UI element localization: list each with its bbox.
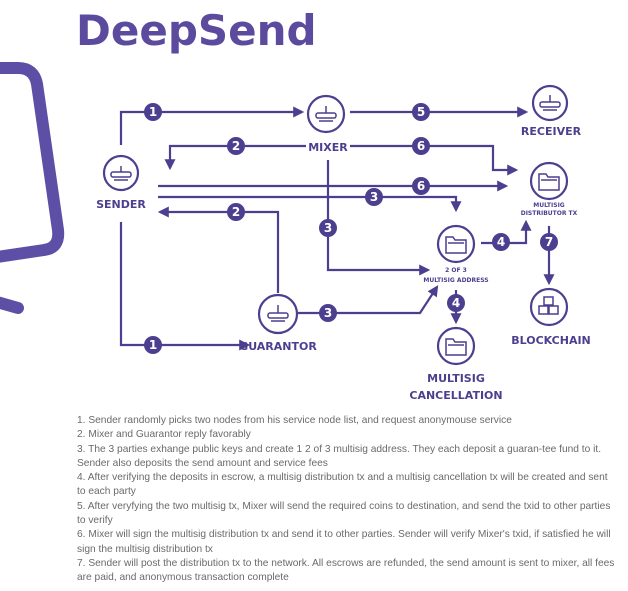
svg-text:3: 3 bbox=[370, 190, 378, 204]
page-title: DeepSend bbox=[76, 6, 317, 55]
svg-text:1: 1 bbox=[149, 338, 157, 352]
edge-6-mixer-dist-a bbox=[350, 144, 519, 176]
mixer-node bbox=[306, 94, 346, 134]
step-note-6: 6. Mixer will sign the multisig distribu… bbox=[77, 529, 611, 555]
svg-text:2: 2 bbox=[232, 205, 240, 219]
multisig-dist-label-1: MULTISIG bbox=[533, 202, 565, 209]
step-badge-6b: 6 bbox=[412, 177, 430, 195]
edge-1-sender-guarantor bbox=[119, 222, 251, 351]
mixer-server-icon bbox=[315, 106, 337, 122]
cancellation-label-2: CANCELLATION bbox=[409, 389, 502, 402]
address-label-2: MULTISIG ADDRESS bbox=[423, 277, 488, 284]
multisig-dist-folder-icon bbox=[538, 173, 560, 191]
guarantor-label: GUARANTOR bbox=[239, 340, 317, 353]
multisig-dist-node bbox=[529, 161, 569, 201]
step-badges: 1 5 2 6 6 3 2 3 4 7 4 3 1 bbox=[144, 103, 558, 354]
step-badge-1a: 1 bbox=[144, 103, 162, 121]
sender-label: SENDER bbox=[96, 198, 146, 211]
step-badge-2b: 2 bbox=[227, 203, 245, 221]
step-note-7: 7. Sender will post the distribution tx … bbox=[77, 557, 615, 584]
step-badge-3a: 3 bbox=[365, 188, 383, 206]
guarantor-server-icon bbox=[267, 305, 289, 322]
edge-3-mixer-escrow bbox=[326, 160, 431, 276]
sender-node bbox=[102, 154, 140, 192]
svg-text:7: 7 bbox=[545, 235, 553, 249]
svg-text:3: 3 bbox=[324, 221, 332, 235]
cancellation-node bbox=[436, 326, 476, 366]
step-badge-3b: 3 bbox=[319, 219, 337, 237]
step-note-5: 5. After veryfying the two multisig tx, … bbox=[77, 500, 611, 527]
mixer-label: MIXER bbox=[308, 141, 348, 154]
svg-text:2: 2 bbox=[232, 139, 240, 153]
escrow-folder-icon bbox=[445, 236, 467, 254]
edge-3-guarantor-escrow bbox=[298, 285, 439, 315]
blockchain-label: BLOCKCHAIN bbox=[511, 334, 591, 347]
edge-2-mixer-sender bbox=[164, 144, 306, 171]
step-note-2: 2. Mixer and Guarantor reply favorably bbox=[77, 429, 251, 441]
blockchain-cubes-icon bbox=[538, 296, 559, 315]
step-note-1: 1. Sender randomly picks two nodes from … bbox=[77, 415, 512, 426]
receiver-node bbox=[531, 84, 569, 122]
multisig-dist-label-2: DISTRIBUTOR TX bbox=[521, 210, 578, 217]
deepsend-flow-diagram: SENDER MIXER RECEIVER GUARANTOR MULTISIG… bbox=[0, 62, 591, 402]
receiver-label: RECEIVER bbox=[521, 125, 582, 138]
step-badge-2a: 2 bbox=[227, 137, 245, 155]
edge-1-sender-mixer bbox=[119, 106, 305, 145]
step-badge-5: 5 bbox=[412, 103, 430, 121]
svg-text:6: 6 bbox=[417, 179, 425, 193]
step-badge-4b: 4 bbox=[447, 294, 465, 312]
svg-text:6: 6 bbox=[417, 139, 425, 153]
step-badge-6a: 6 bbox=[412, 137, 430, 155]
svg-text:3: 3 bbox=[324, 306, 332, 320]
cancellation-folder-icon bbox=[445, 338, 467, 356]
step-badge-4a: 4 bbox=[492, 233, 510, 251]
escrow-node bbox=[436, 224, 476, 264]
guarantor-node bbox=[257, 293, 299, 335]
step-note-3: 3. The 3 parties exhange public keys and… bbox=[77, 443, 602, 469]
address-label-1: 2 OF 3 bbox=[445, 267, 467, 274]
svg-text:4: 4 bbox=[497, 235, 505, 249]
step-note-4: 4. After verifying the deposits in escro… bbox=[77, 472, 608, 498]
receiver-server-icon bbox=[539, 95, 561, 111]
svg-text:1: 1 bbox=[149, 105, 157, 119]
cancellation-label-1: MULTISIG bbox=[427, 372, 485, 385]
svg-text:5: 5 bbox=[417, 105, 425, 119]
step-badge-3c: 3 bbox=[319, 304, 337, 322]
step-badge-1b: 1 bbox=[144, 336, 162, 354]
step-descriptions: 1. Sender randomly picks two nodes from … bbox=[77, 414, 615, 586]
edge-2-guarantor-sender bbox=[157, 206, 280, 293]
laptop-illustration bbox=[0, 62, 65, 314]
step-badge-7: 7 bbox=[540, 233, 558, 251]
sender-server-icon bbox=[110, 166, 132, 181]
edge-3-sender-escrow bbox=[158, 195, 462, 213]
svg-text:4: 4 bbox=[452, 296, 460, 310]
